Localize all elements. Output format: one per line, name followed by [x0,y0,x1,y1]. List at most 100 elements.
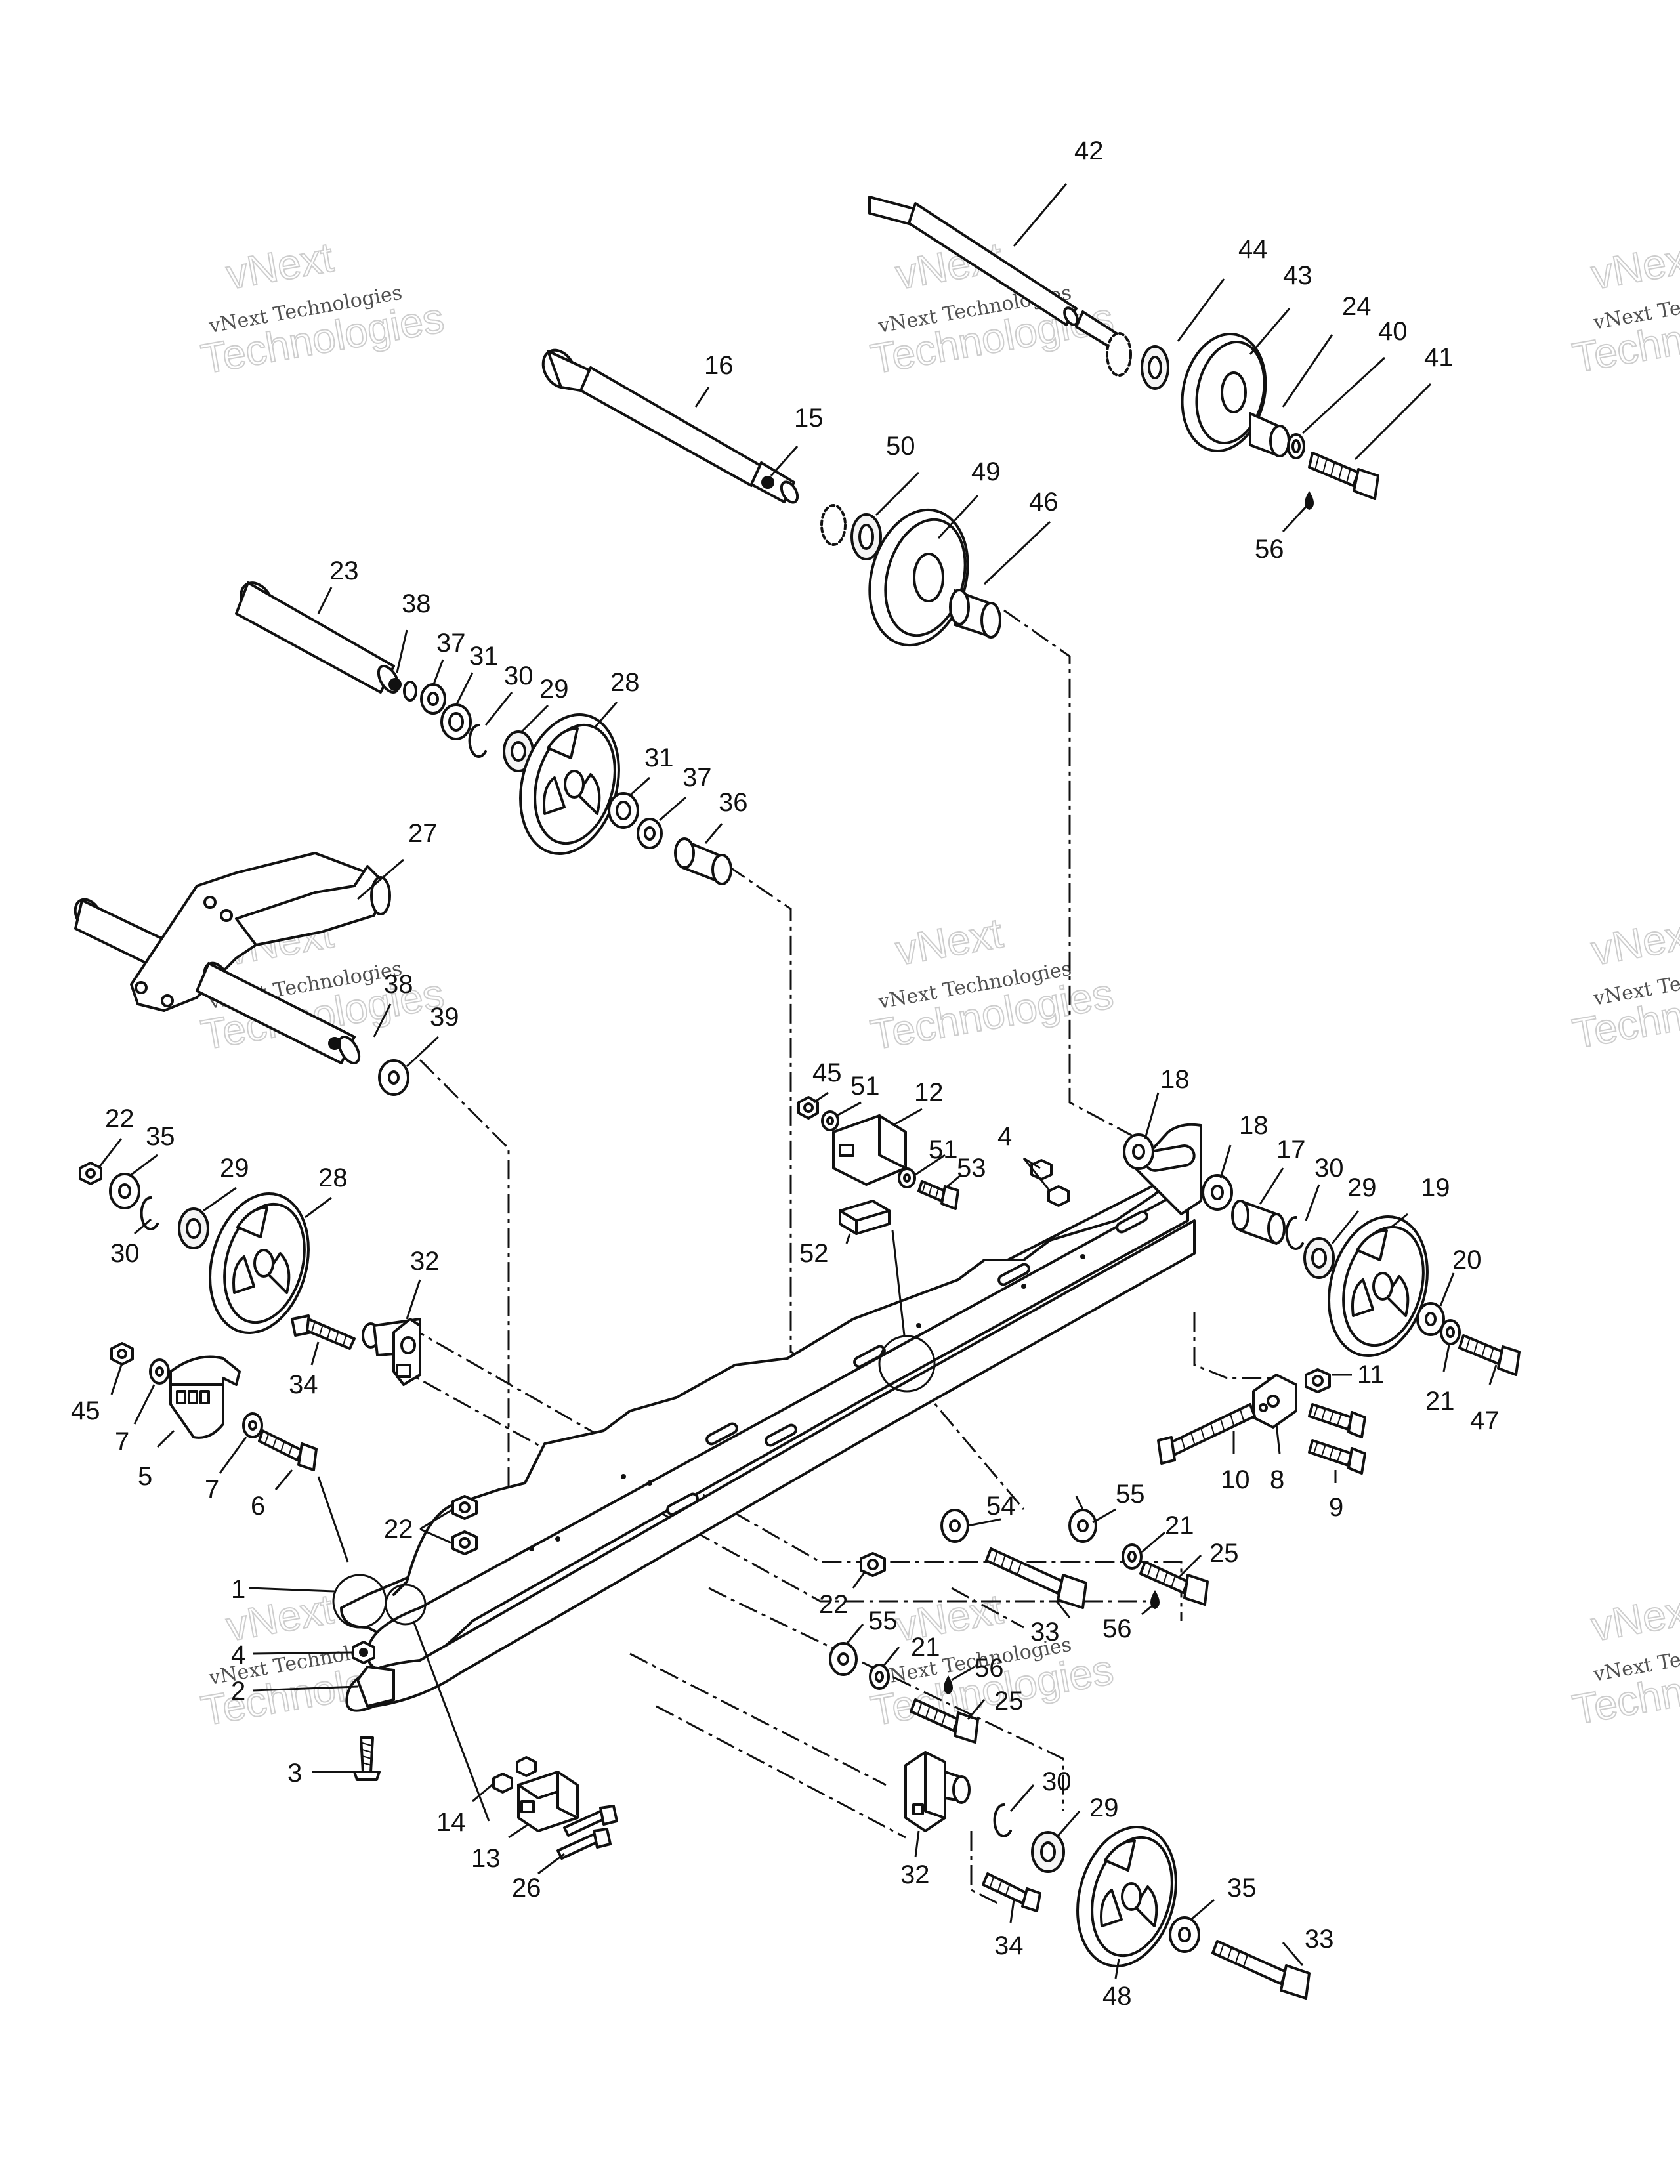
washer-39 [378,1059,410,1096]
callout-49: 49 [971,457,1001,486]
washer-18a [1123,1133,1154,1170]
grease-point-38 [388,678,402,691]
watermark-vnext: vNext [892,909,1007,974]
watermark-vnext: vNext [1588,1585,1680,1650]
callout-23: 23 [329,556,359,585]
washer-37b [637,818,663,849]
screw-3 [353,1736,381,1781]
bolt-9b [1308,1439,1366,1475]
shaft-16 [541,348,799,504]
watermark: vNext vNext Technologies Technologies [866,232,1117,383]
callout-34: 34 [289,1370,318,1399]
callout-32: 32 [900,1860,930,1889]
callout-4: 4 [998,1122,1012,1151]
callout-28: 28 [318,1164,348,1192]
callout-15: 15 [794,404,824,432]
axle-mount-32a [362,1318,421,1386]
callout-11: 11 [1357,1360,1385,1389]
assembly-line-18 [1193,1312,1273,1379]
wheel-19 [1328,1215,1429,1357]
watermark-vnext: vNext [223,233,337,298]
callout-56: 56 [975,1654,1004,1683]
assembly-line-32b [393,1364,1148,1603]
callout-30: 30 [1042,1767,1072,1796]
callout-37: 37 [682,763,712,792]
callout-39: 39 [430,1003,459,1032]
callout-56: 56 [1255,535,1284,564]
arm-27 [74,852,391,1012]
circlip-30a [468,723,487,758]
bearing-29c [178,1208,209,1250]
bearing-29b [1303,1237,1335,1279]
callout-54: 54 [986,1492,1016,1521]
assembly-line-25 [656,1705,906,1839]
wheel-48 [1076,1826,1177,1967]
bolt-26 [556,1805,618,1860]
callout-9: 9 [1329,1493,1343,1522]
callout-28: 28 [610,668,640,697]
callout-2: 2 [231,1677,245,1706]
leader-1 [317,1476,349,1563]
callout-44: 44 [1238,235,1268,264]
callout-35: 35 [1227,1874,1257,1902]
slide-rail [340,1160,1202,1712]
bracket-2 [356,1666,395,1708]
callout-6: 6 [251,1492,265,1521]
bolt-33b [1211,1940,1311,2000]
washer-7b [242,1412,263,1438]
callout-55: 55 [1116,1480,1145,1509]
axle-mount-32b [904,1751,971,1832]
callout-43: 43 [1283,261,1312,290]
watermark: vNext vNext Technologies Technologies [197,232,448,383]
washer-54 [940,1509,969,1543]
bolt-47 [1458,1334,1521,1376]
callout-31: 31 [644,744,674,772]
detail-circle-13 [385,1584,427,1626]
callout-22: 22 [105,1104,135,1133]
washer-51a [821,1110,839,1131]
spacer-17 [1231,1200,1286,1245]
stopper-5 [169,1355,241,1439]
nut-45b [110,1342,134,1366]
nut-4b [352,1641,375,1664]
callout-48: 48 [1102,1982,1132,2011]
callout-14: 14 [436,1808,466,1837]
nut-14 [492,1756,537,1794]
callout-36: 36 [719,788,748,817]
bolt-41 [1308,452,1379,500]
callout-35: 35 [146,1122,175,1151]
callout-20: 20 [1452,1246,1482,1274]
callout-37: 37 [436,629,466,658]
callout-47: 47 [1470,1406,1500,1435]
circlip-30c [140,1196,159,1230]
grease-point-38b [328,1037,341,1050]
callout-22: 22 [819,1590,849,1619]
spacer-31b [608,792,639,829]
watermark-vnext: vNext [1588,909,1680,974]
spacer-24 [1249,412,1305,459]
nut-11 [1305,1368,1331,1393]
circlip-30d [993,1803,1012,1838]
callout-21: 21 [1165,1511,1194,1540]
washer-55a [1068,1509,1097,1543]
bolt-25b [910,1698,979,1744]
washer-20 [1416,1302,1445,1336]
shaft-38b [196,961,361,1064]
bolt-6 [258,1429,318,1471]
bolt-25a [1139,1561,1209,1606]
washer-21a [1440,1319,1461,1345]
watermark: vNext vNext Technologies Technologies [1568,908,1680,1058]
spacer-36 [674,837,732,885]
callout-52: 52 [799,1239,829,1268]
callout-42: 42 [1074,136,1104,165]
callout-1: 1 [231,1575,245,1604]
callout-25: 25 [994,1687,1024,1715]
callout-18: 18 [1239,1111,1269,1140]
washer-37a [420,683,446,715]
spacer-46 [949,589,1001,639]
callout-21: 21 [1425,1387,1455,1416]
bolt-33a [985,1547,1087,1609]
callout-29: 29 [220,1154,249,1183]
